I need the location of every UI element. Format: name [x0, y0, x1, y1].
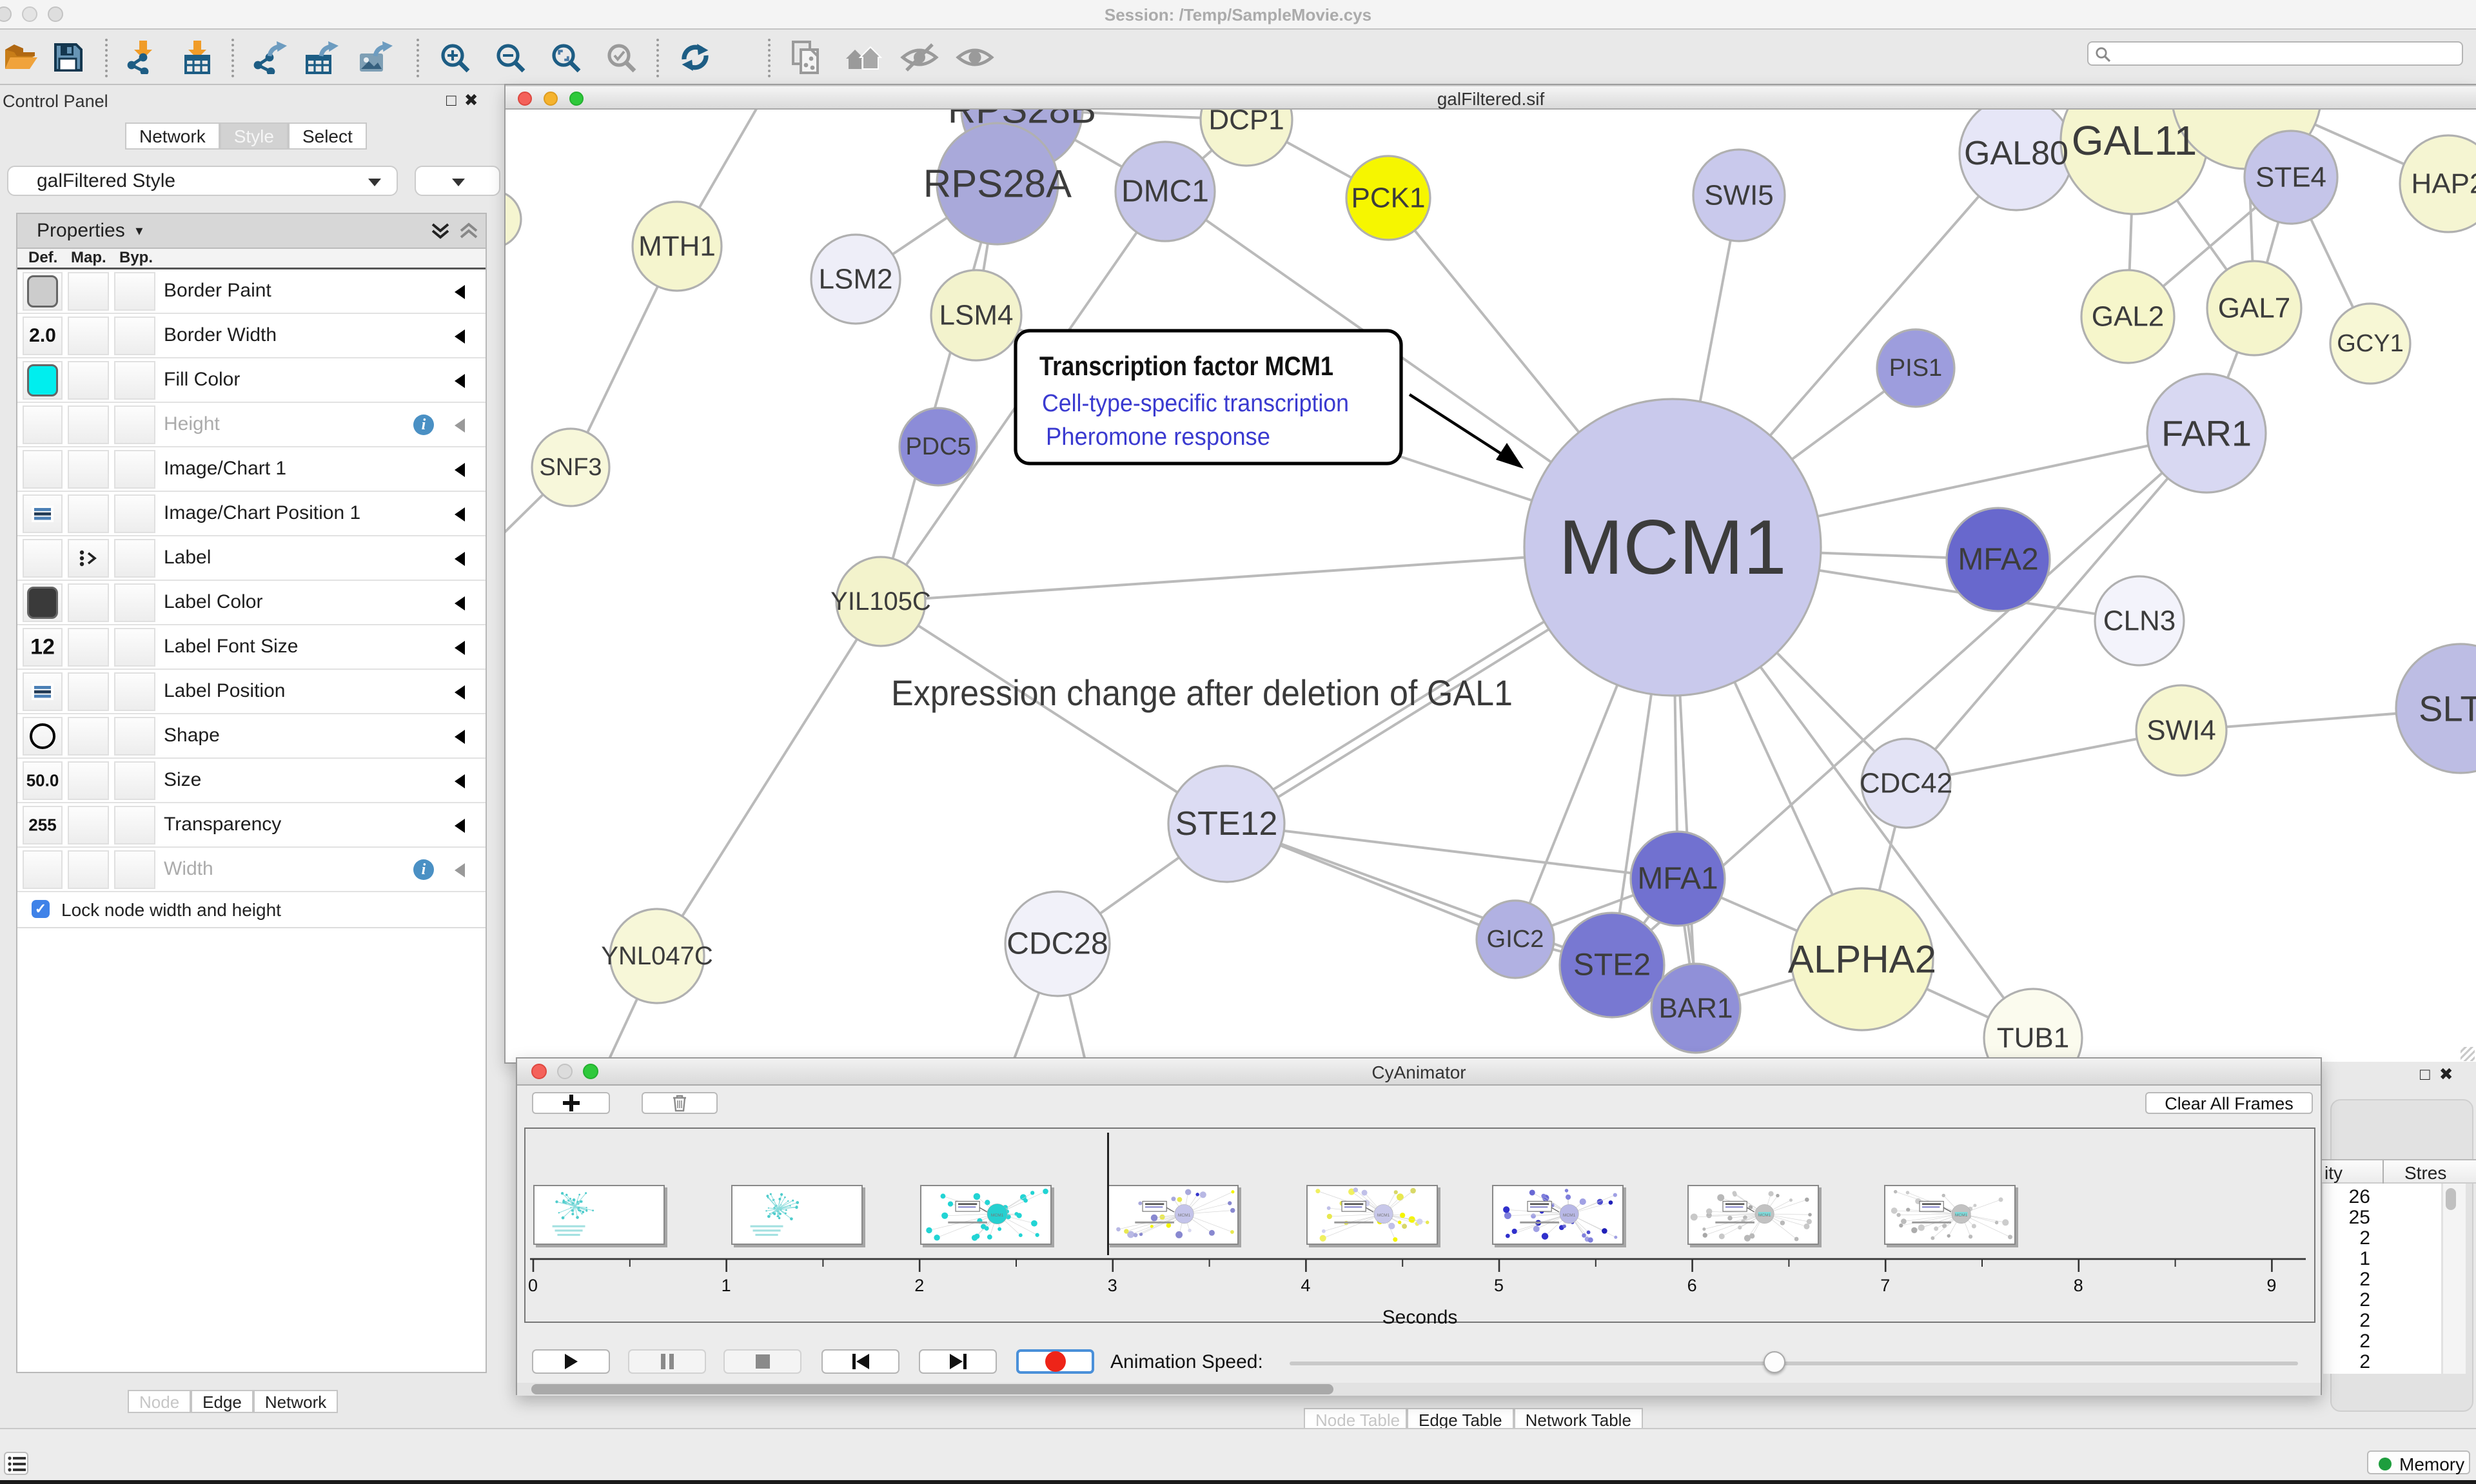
- svg-text:MFA2: MFA2: [1958, 543, 2038, 577]
- svg-text:4: 4: [1301, 1276, 1310, 1295]
- svg-text:LSM2: LSM2: [819, 264, 893, 295]
- svg-text:MFA1: MFA1: [1637, 862, 1718, 896]
- svg-text:RPS28A: RPS28A: [923, 162, 1072, 206]
- svg-text:Cell-type-specific transcripti: Cell-type-specific transcription: [1042, 390, 1349, 417]
- svg-text:PDC5: PDC5: [905, 433, 970, 460]
- svg-text:CDC28: CDC28: [1007, 927, 1108, 961]
- svg-text:MCM1: MCM1: [1563, 1213, 1576, 1218]
- svg-text:YNL047C: YNL047C: [601, 942, 712, 970]
- svg-text:Pheromone response: Pheromone response: [1046, 424, 1270, 451]
- svg-text:RPS28B: RPS28B: [948, 110, 1096, 132]
- svg-text:PIS1: PIS1: [1889, 355, 1942, 382]
- svg-text:1: 1: [722, 1276, 731, 1295]
- svg-text:PCK1: PCK1: [1351, 182, 1426, 214]
- svg-text:MCM1: MCM1: [991, 1213, 1004, 1218]
- svg-text:MCM1: MCM1: [1955, 1213, 1968, 1218]
- svg-text:LSM4: LSM4: [939, 300, 1014, 331]
- svg-text:GCY1: GCY1: [2337, 330, 2403, 357]
- svg-text:MCM1: MCM1: [1178, 1213, 1191, 1218]
- svg-text:SWI4: SWI4: [2147, 715, 2216, 747]
- svg-text:MCM1: MCM1: [1558, 504, 1786, 591]
- svg-text:GAL80: GAL80: [1964, 135, 2068, 172]
- svg-text:8: 8: [2074, 1276, 2083, 1295]
- svg-text:0: 0: [528, 1276, 538, 1295]
- svg-text:STE4: STE4: [2255, 162, 2326, 193]
- svg-text:MTH1: MTH1: [638, 231, 716, 262]
- svg-text:SWI5: SWI5: [1704, 180, 1774, 211]
- svg-text:Transcription factor MCM1: Transcription factor MCM1: [1039, 351, 1333, 381]
- svg-text:ALPHA2: ALPHA2: [1788, 938, 1936, 981]
- svg-text:3: 3: [1108, 1276, 1117, 1295]
- svg-text:DCP1: DCP1: [1208, 110, 1284, 136]
- svg-text:GIC2: GIC2: [1487, 926, 1544, 953]
- svg-text:6: 6: [1687, 1276, 1697, 1295]
- svg-text:TUB1: TUB1: [1997, 1022, 2069, 1054]
- svg-text:BAR1: BAR1: [1659, 993, 1733, 1024]
- svg-text:9: 9: [2266, 1276, 2276, 1295]
- svg-text:SNF3: SNF3: [539, 454, 602, 481]
- svg-text:2: 2: [914, 1276, 924, 1295]
- svg-text:MCM1: MCM1: [1758, 1213, 1771, 1218]
- svg-text:DMC1: DMC1: [1121, 175, 1209, 209]
- svg-text:CDC42: CDC42: [1860, 768, 1952, 799]
- svg-text:CLN3: CLN3: [2103, 605, 2176, 637]
- svg-text:STE12: STE12: [1175, 805, 1278, 843]
- svg-text:MCM1: MCM1: [1377, 1213, 1390, 1218]
- svg-text:GAL2: GAL2: [2092, 301, 2165, 333]
- svg-text:GAL11: GAL11: [2072, 117, 2197, 164]
- svg-text:GAL7: GAL7: [2218, 293, 2291, 324]
- svg-text:HAP2: HAP2: [2412, 168, 2476, 200]
- svg-text:Expression change after deleti: Expression change after deletion of GAL1: [891, 672, 1513, 713]
- svg-text:YIL105C: YIL105C: [830, 587, 931, 616]
- svg-text:STE2: STE2: [1573, 948, 1651, 982]
- svg-text:7: 7: [1880, 1276, 1890, 1295]
- svg-text:SLT2: SLT2: [2419, 688, 2476, 729]
- svg-text:FAR1: FAR1: [2161, 413, 2252, 454]
- svg-text:5: 5: [1494, 1276, 1504, 1295]
